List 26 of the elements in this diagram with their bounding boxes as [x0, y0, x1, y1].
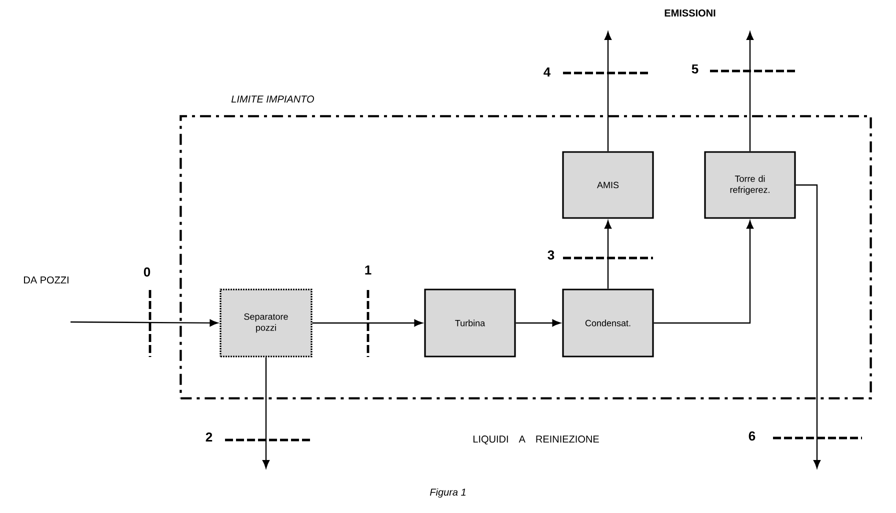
- flow-arrow: [312, 319, 422, 327]
- section-number: 6: [748, 431, 756, 441]
- section-number: 4: [544, 68, 551, 76]
- process-box: Torre di refrigerez.: [704, 151, 796, 219]
- figure-caption: Figura 1: [430, 488, 466, 498]
- flow-arrow: [654, 220, 754, 324]
- node-label: LIMITE IMPIANTO: [231, 96, 314, 103]
- section-number: 5: [692, 64, 698, 74]
- flow-label: EMISSIONI: [664, 9, 716, 17]
- flow-arrow: [262, 357, 270, 468]
- source-label: DA POZZI: [24, 276, 68, 284]
- process-box: Condensat.: [562, 288, 654, 358]
- flow-arrow: [746, 32, 754, 152]
- flow-label: LIQUIDI A REINIEZIONE: [473, 436, 599, 444]
- section-number: 2: [206, 432, 212, 442]
- section-number: 3: [548, 250, 554, 260]
- flow-arrow: [516, 319, 560, 327]
- section-number: 1: [365, 266, 372, 274]
- process-box: Turbina: [424, 288, 516, 358]
- flow-arrow: [604, 32, 612, 152]
- separator-box: Separatore pozzi: [220, 288, 312, 358]
- section-number: 0: [144, 267, 150, 277]
- flow-arrow: [796, 184, 821, 468]
- flow-arrow: [604, 220, 612, 289]
- process-box: AMIS: [562, 151, 654, 219]
- flow-arrow: [70, 319, 218, 326]
